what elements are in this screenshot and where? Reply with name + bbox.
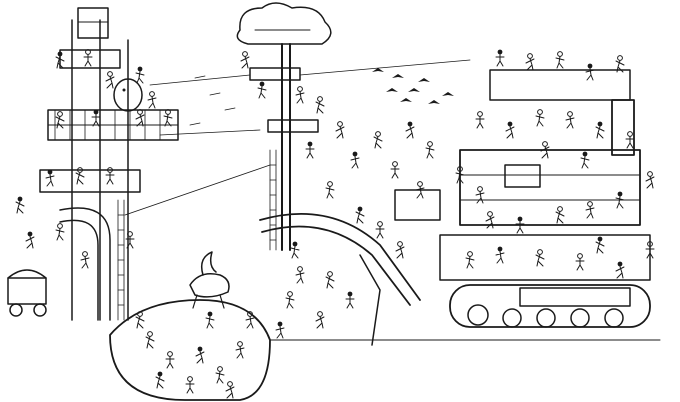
crowd-figure [55, 111, 65, 129]
crowd-figure [465, 251, 475, 269]
crowd-figure [125, 231, 135, 249]
crowd-figure [80, 251, 90, 269]
crowd-figure [25, 231, 35, 249]
crowd-figure [645, 241, 655, 259]
crowd-figure [15, 196, 25, 214]
crowd-figure [215, 366, 225, 384]
crowd-figure [275, 321, 285, 339]
crowd-figure [147, 91, 157, 109]
crowd-figure [315, 96, 325, 114]
crowd-figure [105, 167, 115, 185]
crowd-figure [645, 171, 655, 189]
crowd-figure [595, 121, 605, 139]
crowd-figure [305, 141, 315, 159]
zipline-cables [124, 59, 471, 216]
crowd-figure [615, 55, 625, 73]
crowd-figure [163, 109, 173, 127]
crowd-figure [135, 311, 145, 329]
crowd-figure [505, 121, 515, 139]
tank-treads [449, 284, 651, 328]
crowd-figure [55, 223, 65, 241]
cloud-tree-top [236, 2, 332, 45]
crowd-figure [625, 131, 635, 149]
treehouse-tower [39, 7, 179, 321]
crowd-figure [595, 236, 605, 254]
crowd-figure [405, 121, 415, 139]
crowd-figure [540, 141, 550, 159]
crowd-figure [580, 151, 590, 169]
crowd-figure [455, 166, 465, 184]
crowd-figure [165, 351, 175, 369]
crowd-figure [315, 311, 325, 329]
crowd-figure [135, 109, 145, 127]
crowd-figure [390, 161, 400, 179]
crowd-figure [475, 186, 485, 204]
crowd-figure [91, 109, 101, 127]
crowd-figure [535, 249, 545, 267]
slide-ramp [259, 212, 421, 346]
crowd-figure [555, 51, 565, 69]
crowd-figure [535, 109, 545, 127]
crowd-figure [355, 206, 365, 224]
crowd-figure [495, 246, 505, 264]
crowd-figure [290, 241, 300, 259]
crowd-figure [615, 261, 625, 279]
crowd-figure [105, 71, 115, 89]
crowd-figure [240, 51, 250, 69]
crowd-figures [15, 49, 655, 399]
crowd-figure [375, 221, 385, 239]
crowd-figure [325, 271, 335, 289]
crowd-figure [205, 311, 215, 329]
crowd-figure [235, 341, 245, 359]
crowd-figure [195, 346, 205, 364]
crowd-figure [350, 151, 360, 169]
crowd-figure [575, 253, 585, 271]
crowd-figure [425, 141, 435, 159]
crowd-figure [395, 241, 405, 259]
cart-left [7, 269, 47, 317]
crowd-figure [585, 63, 595, 81]
pit-bowl [109, 299, 661, 401]
crowd-figure [515, 216, 525, 234]
crowd-figure [373, 131, 383, 149]
crowd-figure [475, 111, 485, 129]
crowd-figure [565, 111, 575, 129]
crowd-figure [55, 51, 65, 69]
crowd-figure [135, 66, 145, 84]
crowd-figure [345, 291, 355, 309]
crowd-figure [45, 169, 55, 187]
pegasus [189, 251, 230, 309]
crowd-figure [585, 201, 595, 219]
crowd-figure [155, 371, 165, 389]
crowd-figure [335, 121, 345, 139]
crowd-figure [485, 211, 495, 229]
crowd-figure [495, 49, 505, 67]
crowd-figure [525, 53, 535, 71]
crowd-figure [615, 191, 625, 209]
bird-flock [372, 68, 454, 104]
crowd-figure [325, 181, 335, 199]
crowd-figure [83, 49, 93, 67]
crowd-figure [257, 81, 267, 99]
crowd-figure [295, 266, 305, 284]
crowd-figure [295, 86, 305, 104]
crowd-figure [185, 376, 195, 394]
crowd-figure [415, 181, 425, 199]
crowd-figure [225, 381, 235, 399]
crowd-figure [285, 291, 295, 309]
crowd-figure [75, 167, 85, 185]
crowd-figure [245, 311, 255, 329]
crowd-figure [145, 331, 155, 349]
crowd-figure [555, 206, 565, 224]
